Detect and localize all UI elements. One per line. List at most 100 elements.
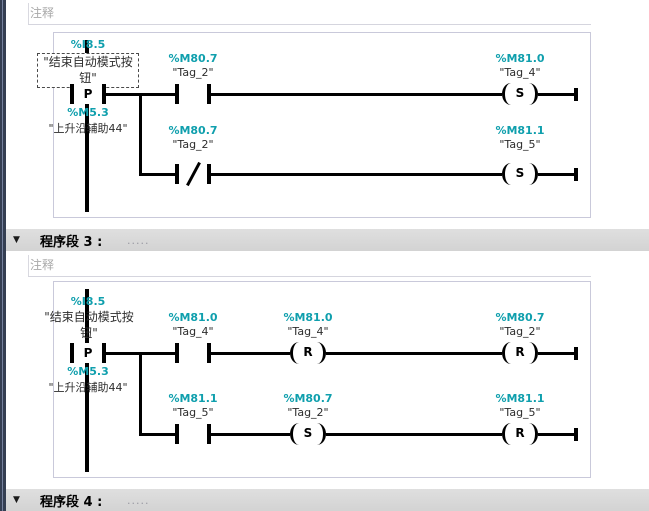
edge-memory-name[interactable]: "上升沿辅助44": [48, 381, 128, 394]
contact-bar: [70, 84, 74, 104]
coil-paren-left: [502, 342, 511, 364]
operand-name[interactable]: "Tag_5": [499, 406, 541, 419]
operand-name[interactable]: "Tag_4": [499, 66, 541, 79]
contact-bar: [102, 84, 106, 104]
operand-address[interactable]: %I8.5: [70, 38, 106, 51]
operand-address[interactable]: %M81.1: [495, 124, 545, 137]
contact-bar: [175, 343, 179, 363]
operand-address[interactable]: %M81.0: [283, 311, 333, 324]
set-coil[interactable]: S: [290, 423, 326, 445]
coil-symbol: R: [303, 345, 313, 359]
network-prev-ladder-box: [53, 32, 591, 218]
operand-name-selected[interactable]: "结束自动模式按钮": [37, 53, 139, 89]
set-coil[interactable]: S: [502, 83, 538, 105]
operand-name[interactable]: "Tag_2": [172, 66, 214, 79]
operand-address[interactable]: %M80.7: [168, 52, 218, 65]
no-contact[interactable]: [175, 84, 211, 104]
coil-symbol: S: [515, 166, 525, 180]
wire-end-tick: [574, 428, 578, 441]
network3-comment-field[interactable]: 注释: [30, 258, 55, 272]
coil-paren-right: [529, 83, 538, 105]
network3-header[interactable]: ▼ 程序段 3 : .....: [6, 229, 649, 251]
no-contact[interactable]: [175, 424, 211, 444]
wire-end-tick: [574, 347, 578, 360]
contact-gap: [179, 343, 207, 363]
collapse-triangle-icon[interactable]: ▼: [13, 495, 20, 505]
edge-contact-letter: P: [83, 87, 93, 101]
rung-wire: [85, 93, 578, 96]
coil-symbol: S: [515, 86, 525, 100]
panel-edge-strip: [0, 0, 6, 511]
operand-name[interactable]: "Tag_4": [172, 325, 214, 338]
contact-bar: [207, 84, 211, 104]
operand-address[interactable]: %M81.0: [495, 52, 545, 65]
no-contact[interactable]: [175, 343, 211, 363]
collapse-triangle-icon[interactable]: ▼: [13, 235, 20, 245]
coil-paren-right: [529, 342, 538, 364]
set-coil[interactable]: S: [502, 163, 538, 185]
power-rail: [85, 40, 89, 212]
operand-name[interactable]: "Tag_5": [499, 138, 541, 151]
coil-paren-right: [529, 163, 538, 185]
operand-name[interactable]: "Tag_4": [287, 325, 329, 338]
network3-ladder-box: [53, 281, 591, 478]
contact-bar: [175, 84, 179, 104]
operand-address[interactable]: %M80.7: [495, 311, 545, 324]
contact-bar: [207, 343, 211, 363]
edge-memory-address[interactable]: %M5.3: [67, 365, 109, 378]
coil-paren-right: [317, 342, 326, 364]
operand-address[interactable]: %M81.0: [168, 311, 218, 324]
nc-contact[interactable]: [175, 161, 211, 187]
coil-paren-right: [317, 423, 326, 445]
rung-wire: [139, 433, 578, 436]
branch-wire: [139, 352, 142, 436]
p-edge-contact[interactable]: P: [70, 343, 106, 363]
network-prev-comment-field[interactable]: 注释: [30, 6, 55, 20]
edge-memory-address[interactable]: %M5.3: [67, 106, 109, 119]
contact-bar: [70, 343, 74, 363]
reset-coil[interactable]: R: [502, 342, 538, 364]
branch-wire: [139, 93, 142, 176]
network3-title[interactable]: 程序段 3 :: [40, 234, 103, 250]
nc-slash: [185, 161, 201, 187]
contact-gap: [179, 424, 207, 444]
operand-address[interactable]: %M80.7: [168, 124, 218, 137]
p-edge-contact[interactable]: P: [70, 84, 106, 104]
comment-field-underline: [28, 24, 591, 25]
network3-title-placeholder[interactable]: .....: [127, 233, 150, 247]
edge-contact-letter: P: [83, 346, 93, 360]
reset-coil[interactable]: R: [290, 342, 326, 364]
operand-address[interactable]: %I8.5: [70, 295, 106, 308]
network4-title[interactable]: 程序段 4 :: [40, 494, 103, 510]
coil-paren-left: [502, 83, 511, 105]
contact-gap: [179, 84, 207, 104]
coil-paren-left: [502, 163, 511, 185]
network4-header[interactable]: ▼ 程序段 4 : .....: [6, 489, 649, 511]
operand-name[interactable]: "Tag_5": [172, 406, 214, 419]
operand-name[interactable]: "Tag_2": [172, 138, 214, 151]
operand-address[interactable]: %M80.7: [283, 392, 333, 405]
operand-address[interactable]: %M81.1: [495, 392, 545, 405]
comment-field-underline: [28, 276, 591, 277]
coil-paren-left: [290, 342, 299, 364]
contact-bar: [175, 164, 179, 184]
network4-title-placeholder[interactable]: .....: [127, 493, 150, 507]
comment-field-edge: [28, 3, 29, 24]
panel-edge-highlight: [2, 0, 3, 511]
rung-wire: [139, 173, 578, 176]
coil-paren-left: [290, 423, 299, 445]
operand-name[interactable]: "Tag_2": [499, 325, 541, 338]
coil-paren-left: [502, 423, 511, 445]
wire-end-tick: [574, 88, 578, 101]
contact-bar: [207, 424, 211, 444]
operand-address[interactable]: %M81.1: [168, 392, 218, 405]
reset-coil[interactable]: R: [502, 423, 538, 445]
contact-bar: [102, 343, 106, 363]
coil-symbol: S: [303, 426, 313, 440]
edge-memory-name[interactable]: "上升沿辅助44": [48, 122, 128, 135]
wire-end-tick: [574, 168, 578, 181]
operand-name[interactable]: "结束自动模式按钮": [44, 310, 134, 340]
comment-field-edge: [28, 255, 29, 276]
operand-name[interactable]: "Tag_2": [287, 406, 329, 419]
